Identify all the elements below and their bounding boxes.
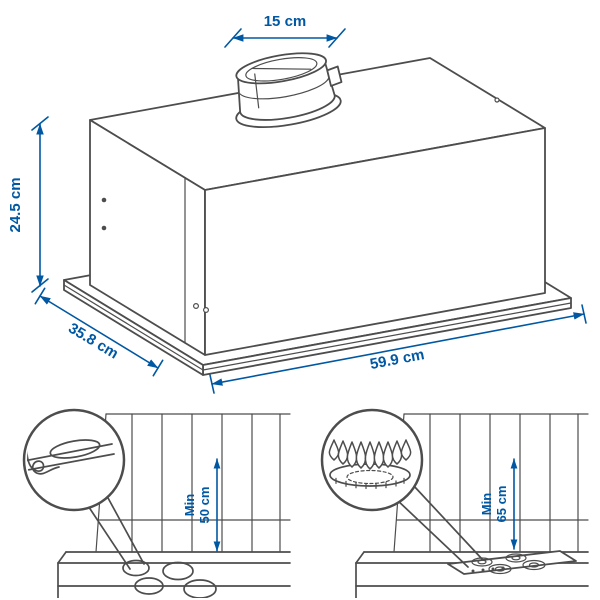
flame (364, 441, 376, 470)
worktop-edge (27, 453, 115, 472)
detail-circle (22, 408, 126, 512)
countertop (57, 551, 291, 598)
burner-ticks (335, 477, 405, 490)
dimension-line (211, 312, 585, 386)
burner-ring (134, 577, 164, 595)
width-label: 59.9 cm (369, 346, 426, 373)
clamp-band (239, 77, 330, 100)
worktop-edge (27, 443, 113, 462)
burner-cap (528, 562, 540, 568)
control-knob (501, 566, 505, 570)
burner-inner-ring (346, 469, 394, 485)
screw-hole (101, 197, 107, 203)
plug-prong (34, 413, 37, 414)
grommet-hole (49, 439, 101, 459)
burner-ring (183, 579, 217, 598)
top-vent-mark (494, 97, 500, 103)
min-label: Min (182, 494, 197, 516)
callout-wedge (88, 496, 145, 570)
control-knob (481, 568, 485, 572)
screw-hole (101, 225, 107, 231)
gas-burner (522, 559, 546, 571)
electric-hob (122, 559, 217, 598)
collar-inner-ring (245, 57, 318, 82)
clearance-dimension: Min 50 cm (182, 458, 221, 552)
flame (391, 440, 403, 465)
duct-collar (235, 52, 343, 129)
min-label: Min (479, 493, 494, 515)
gas-burner (488, 563, 512, 575)
flame (400, 439, 412, 461)
wall-tiles (393, 413, 589, 553)
flange-hole (193, 303, 200, 310)
damper-line (251, 67, 312, 70)
callout-wedge (398, 485, 483, 568)
collar-seam (254, 73, 260, 109)
gas-flames (328, 439, 412, 470)
height-label: 24.5 cm (7, 177, 24, 232)
dimension-line (39, 295, 159, 369)
burner-cap (511, 555, 521, 561)
gas-hob (447, 550, 577, 575)
flange-hole (203, 307, 210, 314)
clearance-dimension: Min 65 cm (479, 458, 518, 550)
hood-front-face (204, 127, 546, 356)
plug-prong (28, 413, 31, 415)
value-label: 50 cm (197, 487, 212, 524)
duct-width-label: 15 cm (264, 13, 307, 30)
collar-bracket (326, 65, 343, 87)
flame (373, 441, 385, 469)
dimension-height: 24.5 cm (7, 116, 49, 293)
burner-ring (122, 559, 150, 577)
control-knob (471, 569, 475, 573)
gas-burner (505, 553, 527, 563)
wall-tiles (95, 413, 291, 553)
burner-ring (162, 561, 194, 581)
gas-hob-clearance-illustration: Min 65 cm (320, 408, 589, 598)
value-label: 65 cm (494, 486, 509, 523)
electric-hob-clearance-illustration: Min 50 cm (22, 408, 291, 598)
gas-flame-detail (328, 439, 412, 490)
flame (382, 441, 394, 468)
power-cord (27, 424, 60, 475)
control-knob (491, 567, 495, 571)
burner-cap (494, 566, 506, 572)
hood-dimension-drawing: 15 cm 24.5 cm 35.8 cm 59.9 cm (7, 13, 587, 394)
burner-cap (477, 559, 487, 565)
dimension-duct-width: 15 cm (224, 13, 346, 48)
